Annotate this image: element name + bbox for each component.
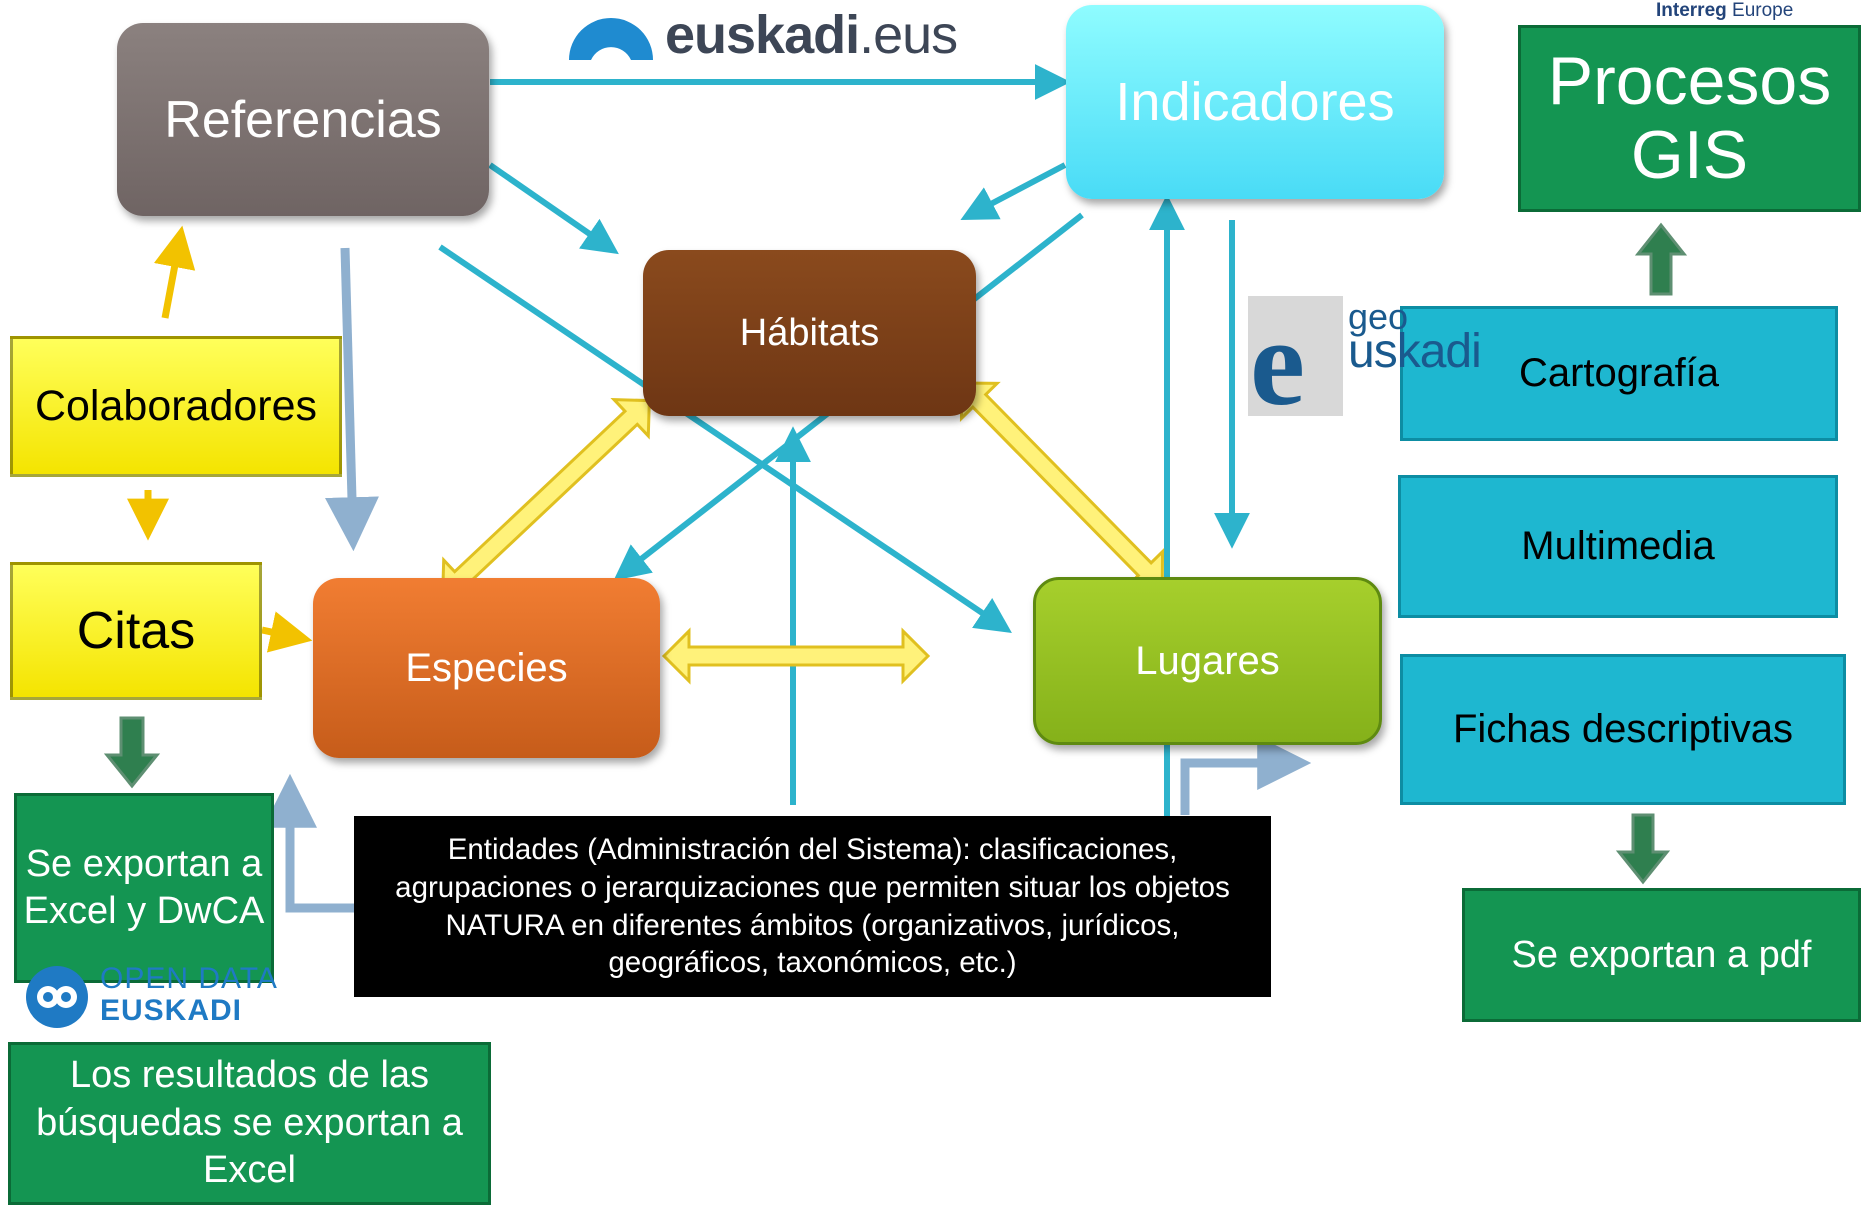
euskadi-logo-name: euskadi — [665, 5, 860, 65]
entidades-note-text: Entidades (Administración del Sistema): … — [395, 833, 1230, 980]
node-referencias: Referencias — [117, 23, 489, 216]
geo-euskadi-logo-name: uskadi — [1348, 325, 1482, 378]
node-indicadores-label: Indicadores — [1115, 72, 1395, 132]
arrow-entidades-especies — [263, 773, 354, 913]
interreg-rest: Europe — [1726, 0, 1794, 21]
multimedia-label: Multimedia — [1521, 524, 1715, 568]
euskadi-arc-icon — [569, 18, 653, 60]
node-cartografia: Cartografía — [1400, 306, 1838, 441]
interreg-brand: Interreg — [1656, 0, 1727, 21]
arrow-indicadores-referencias-side — [960, 162, 1067, 221]
node-export-pdf: Se exportan a pdf — [1462, 888, 1861, 1022]
geo-euskadi-logo-background — [1248, 296, 1343, 416]
double-arrow-habitats-lugares — [959, 381, 1165, 589]
open-data-line1: OPEN DATA — [100, 962, 278, 995]
node-export-search-results: Los resultados de las búsquedas se expor… — [8, 1042, 491, 1205]
node-colaboradores: Colaboradores — [10, 336, 342, 477]
entidades-note: Entidades (Administración del Sistema): … — [354, 816, 1271, 997]
node-lugares: Lugares — [1033, 577, 1382, 745]
arrow-entidades-cartografia — [1180, 736, 1312, 815]
geo-euskadi-logo-geo: geo — [1348, 296, 1409, 337]
geo-euskadi-logo-initial: e — [1250, 294, 1306, 431]
arrow-citas-especies — [261, 611, 313, 653]
node-especies: Especies — [313, 578, 660, 758]
arrow-cartografia-procesos-gis — [1634, 222, 1688, 296]
node-habitats-label: Hábitats — [739, 311, 880, 354]
euskadi-eus-logo: euskadi.eus — [567, 5, 987, 65]
arrow-fichas-pdf — [1615, 813, 1671, 885]
export-excel-dwca-label: Se exportan a Excel y DwCA — [23, 842, 265, 933]
node-export-excel-dwca: Se exportan a Excel y DwCA — [14, 793, 274, 983]
node-colaboradores-label: Colaboradores — [34, 382, 318, 430]
arrow-referencias-especies — [324, 247, 379, 552]
node-indicadores: Indicadores — [1066, 5, 1444, 199]
node-referencias-label: Referencias — [164, 90, 442, 149]
open-data-circle-icon — [26, 966, 88, 1028]
arrow-referencias-lugares — [438, 244, 1012, 634]
node-especies-label: Especies — [405, 645, 568, 690]
export-pdf-label: Se exportan a pdf — [1511, 933, 1812, 976]
cartografia-label: Cartografía — [1518, 351, 1720, 395]
arrow-referencias-habitats — [488, 162, 619, 255]
export-search-results-label: Los resultados de las búsquedas se expor… — [36, 1054, 463, 1192]
interreg-europe-logo: Interreg Europe — [1656, 0, 1793, 22]
node-habitats: Hábitats — [643, 250, 976, 416]
arrow-colaboradores-referencias — [153, 225, 196, 319]
euskadi-logo-suffix: .eus — [859, 5, 958, 65]
node-procesos-gis: Procesos GIS — [1518, 25, 1861, 212]
open-data-line2: EUSKADI — [100, 994, 243, 1027]
open-data-glyph-icon — [37, 986, 77, 1008]
node-multimedia: Multimedia — [1398, 475, 1838, 618]
node-citas: Citas — [10, 562, 262, 700]
node-fichas-descriptivas: Fichas descriptivas — [1400, 654, 1846, 805]
arrow-citas-export — [103, 716, 161, 789]
procesos-gis-label: Procesos GIS — [1547, 43, 1832, 193]
open-data-euskadi-logo: OPEN DATA EUSKADI — [26, 962, 316, 1030]
node-lugares-label: Lugares — [1135, 638, 1280, 683]
node-citas-label: Citas — [76, 602, 196, 660]
double-arrow-especies-lugares — [661, 627, 931, 685]
geo-euskadi-logo: e geo uskadi — [1248, 296, 1528, 425]
fichas-descriptivas-label: Fichas descriptivas — [1452, 707, 1794, 751]
